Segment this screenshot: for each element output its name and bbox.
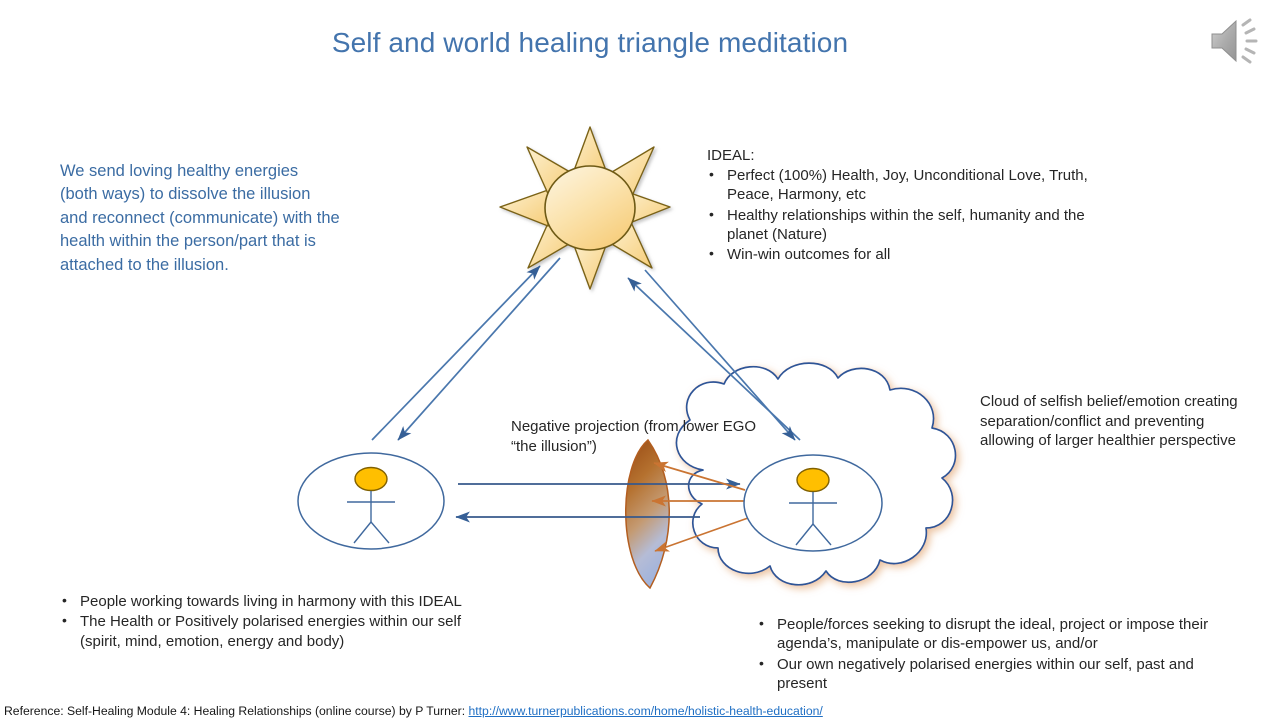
page-title: Self and world healing triangle meditati… — [331, 27, 849, 58]
speaker-body — [1211, 19, 1237, 63]
sun-body — [544, 165, 636, 251]
left-person-head — [354, 466, 388, 492]
reference-link[interactable]: http://www.turnerpublications.com/home/h… — [468, 704, 823, 718]
ideal-bullet-list: Perfect (100%) Health, Joy, Unconditiona… — [707, 165, 1097, 265]
list-item: People working towards living in harmony… — [60, 591, 480, 611]
sun-ray-sw — [527, 220, 570, 269]
cloud-note-text: Cloud of selfish belief/emotion creating… — [980, 393, 1238, 449]
sun-ray-se — [609, 219, 653, 269]
arrow-group-left-sun — [371, 257, 561, 441]
sun-ray-n — [571, 126, 609, 177]
right-person-head — [796, 467, 830, 493]
arrow-sun-down-to-right — [644, 269, 796, 441]
sun-ray-w — [499, 189, 549, 227]
sun-shape — [499, 126, 671, 290]
arrow-orange-upper — [653, 461, 746, 491]
list-item: Win-win outcomes for all — [707, 244, 1097, 264]
list-item: The Health or Positively polarised energ… — [60, 611, 480, 651]
list-item: Our own negatively polarised energies wi… — [757, 654, 1227, 694]
bottom-right-bullet-list: People/forces seeking to disrupt the ide… — [757, 614, 1227, 694]
sun-ray-e — [621, 189, 671, 227]
arrow-right-up-to-sun — [627, 277, 801, 441]
sun-ray-ne — [611, 146, 655, 197]
person-in-ellipse-right — [743, 454, 883, 552]
left-person-body — [347, 491, 395, 544]
negative-projection-label: Negative projection (from lower EGO “the… — [511, 418, 757, 455]
arrow-sun-down-to-left — [397, 257, 561, 441]
bottom-left-block: People working towards living in harmony… — [60, 591, 480, 652]
sun-ray-nw — [526, 146, 571, 197]
right-person-body — [789, 492, 837, 546]
crescent-illusion-barrier — [625, 438, 670, 590]
list-item: Perfect (100%) Health, Joy, Unconditiona… — [707, 165, 1097, 205]
arrow-group-horizontal-blue — [455, 478, 741, 523]
sun-ray-s — [571, 239, 609, 290]
bottom-right-block: People/forces seeking to disrupt the ide… — [757, 614, 1227, 694]
speaker-waves — [1241, 18, 1258, 64]
arrow-left-up-to-sun — [371, 265, 541, 441]
ideal-block: IDEAL: Perfect (100%) Health, Joy, Uncon… — [707, 146, 1097, 266]
arrow-group-orange-projection — [651, 461, 770, 552]
reference-prefix: Reference: Self-Healing Module 4: Healin… — [4, 704, 469, 718]
bottom-left-bullet-list: People working towards living in harmony… — [60, 591, 480, 651]
ideal-heading: IDEAL: — [707, 147, 755, 164]
reference-footer: Reference: Self-Healing Module 4: Healin… — [4, 704, 823, 718]
left-intro-text: We send loving healthy energies (both wa… — [60, 162, 340, 274]
right-aura-ellipse — [743, 454, 883, 552]
arrow-orange-lower — [654, 517, 749, 552]
speaker-icon[interactable] — [1204, 12, 1266, 70]
list-item: Healthy relationships within the self, h… — [707, 205, 1097, 245]
arrow-group-right-sun — [627, 269, 801, 441]
person-in-ellipse-left — [297, 452, 445, 550]
cloud-shape — [675, 362, 957, 586]
left-aura-ellipse — [297, 452, 445, 550]
list-item: People/forces seeking to disrupt the ide… — [757, 614, 1227, 654]
